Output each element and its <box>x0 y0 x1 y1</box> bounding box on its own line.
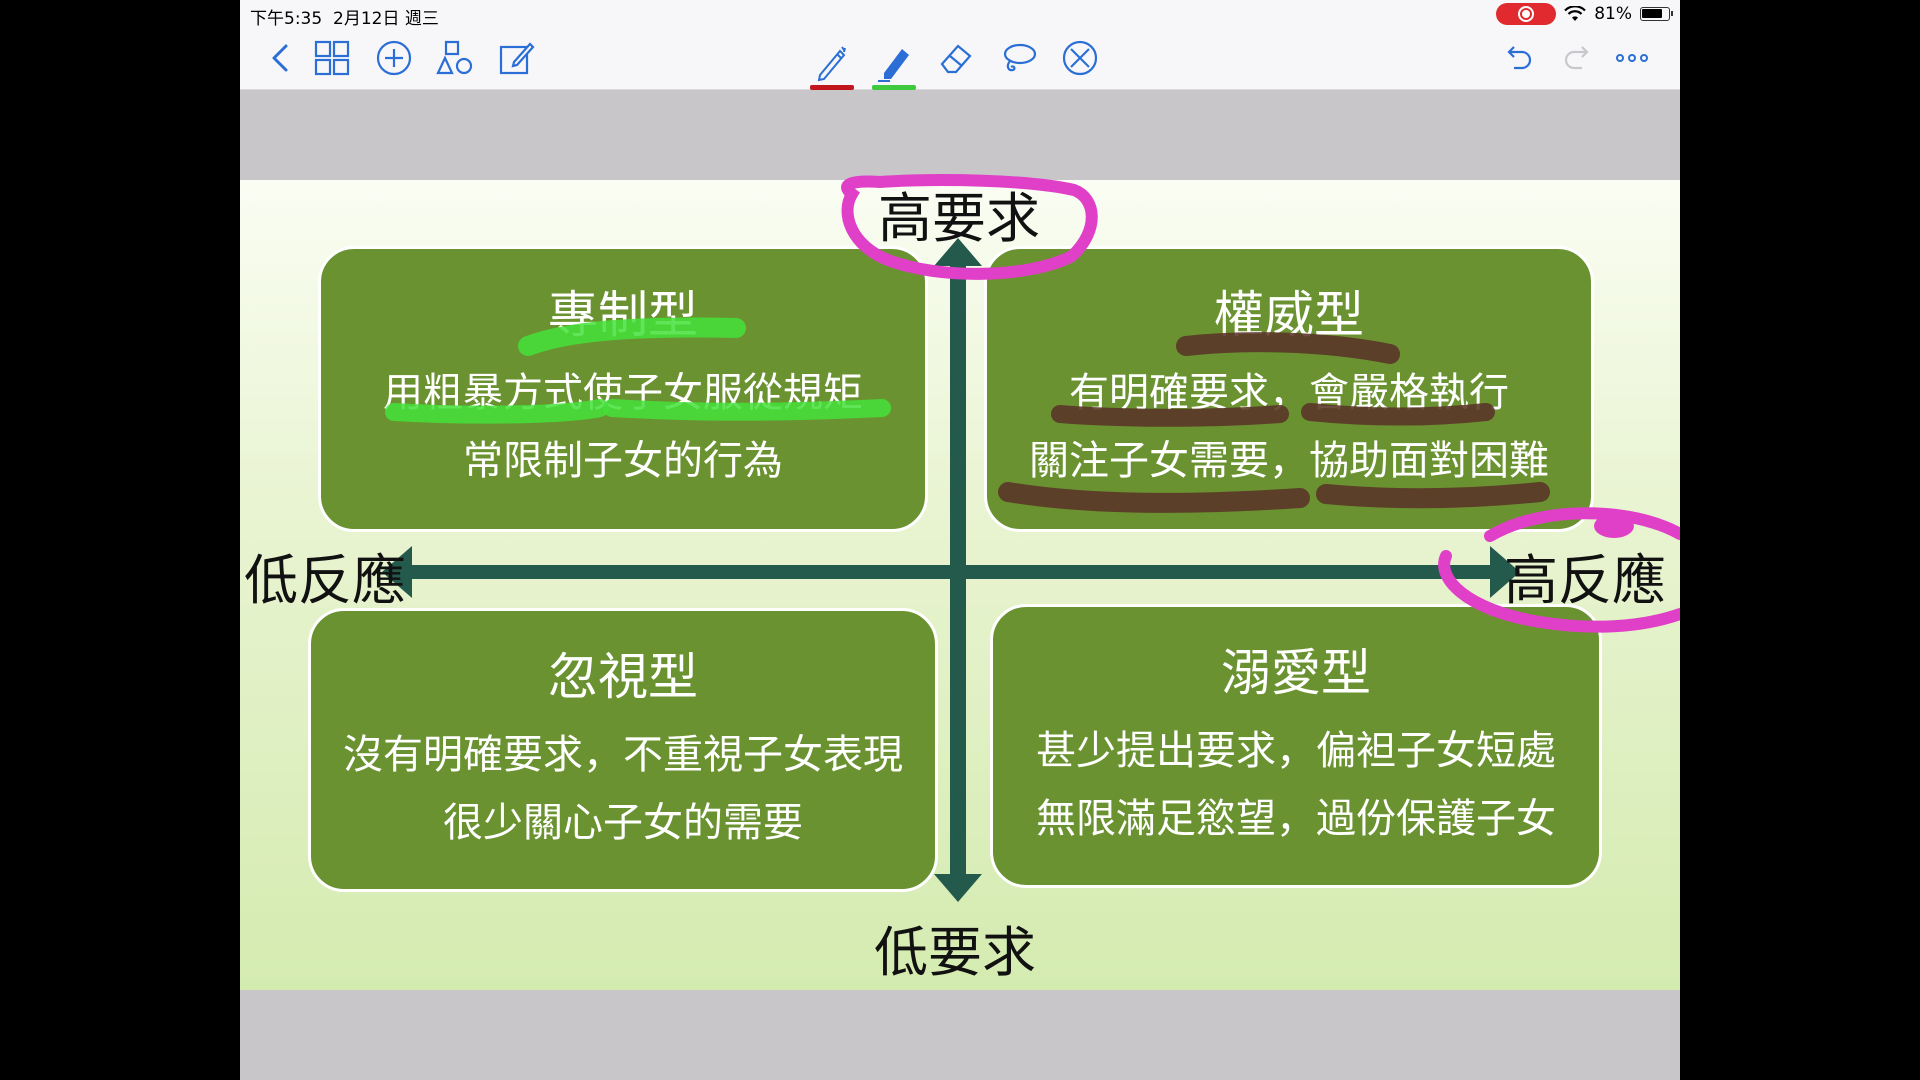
screen-recording-icon <box>1496 3 1557 25</box>
axis-label-low-response: 低反應 <box>244 549 406 612</box>
notes-toolbar <box>240 28 1680 90</box>
pen-tool[interactable] <box>810 36 854 90</box>
eraser-tool[interactable] <box>934 36 978 80</box>
axes <box>382 238 1520 902</box>
redo-icon[interactable] <box>1556 36 1600 80</box>
status-time: 下午5:35 2月12日 週三 <box>250 9 439 29</box>
quadrant-title: 溺愛型 <box>1221 644 1371 702</box>
laser-tool[interactable] <box>1058 36 1102 80</box>
lasso-tool[interactable] <box>996 36 1040 80</box>
status-bar: 下午5:35 2月12日 週三 81% <box>240 0 1680 29</box>
quadrant-text: 關注子女需要，協助面對困難 <box>1029 438 1549 484</box>
quadrant-text: 甚少提出要求，偏袒子女短處 <box>1036 728 1556 774</box>
wifi-icon <box>1564 6 1586 21</box>
quadrant-title: 忽視型 <box>548 648 698 706</box>
edit-icon[interactable] <box>494 36 538 80</box>
quadrant-permissive: 溺愛型 甚少提出要求，偏袒子女短處 無限滿足慾望，過份保護子女 <box>990 604 1602 888</box>
quadrant-text: 無限滿足慾望，過份保護子女 <box>1036 796 1556 842</box>
axis-label-low-demand: 低要求 <box>874 921 1036 984</box>
back-icon[interactable] <box>260 36 304 80</box>
highlighter-tool[interactable] <box>872 36 916 90</box>
page-margin-bottom <box>240 990 1680 1080</box>
shapes-icon[interactable] <box>432 36 476 80</box>
axis-arrow-left <box>382 546 412 598</box>
axis-label-high-demand: 高要求 <box>878 187 1040 250</box>
highlighter-color-indicator <box>872 85 916 90</box>
add-icon[interactable] <box>372 36 416 80</box>
more-icon[interactable] <box>1610 36 1654 80</box>
grid-icon[interactable] <box>310 36 354 80</box>
axis-label-high-response: 高反應 <box>1504 549 1666 612</box>
quadrant-text: 常限制子女的行為 <box>463 438 783 484</box>
battery-percent: 81% <box>1594 4 1632 24</box>
slide-page: 專制型 用粗暴方式使子女服從規矩 常限制子女的行為 權威型 有明確要求，會嚴格執… <box>240 180 1680 990</box>
undo-icon[interactable] <box>1496 36 1540 80</box>
quadrant-text: 很少關心子女的需要 <box>443 800 803 846</box>
axis-arrow-down <box>934 874 982 902</box>
quadrant-neglectful: 忽視型 沒有明確要求，不重視子女表現 很少關心子女的需要 <box>308 608 938 892</box>
page-margin-top <box>240 90 1680 180</box>
quadrant-text: 沒有明確要求，不重視子女表現 <box>343 732 903 778</box>
pen-color-indicator <box>810 85 854 90</box>
battery-icon <box>1640 7 1673 21</box>
ipad-screen: 下午5:35 2月12日 週三 81% <box>240 0 1680 1080</box>
